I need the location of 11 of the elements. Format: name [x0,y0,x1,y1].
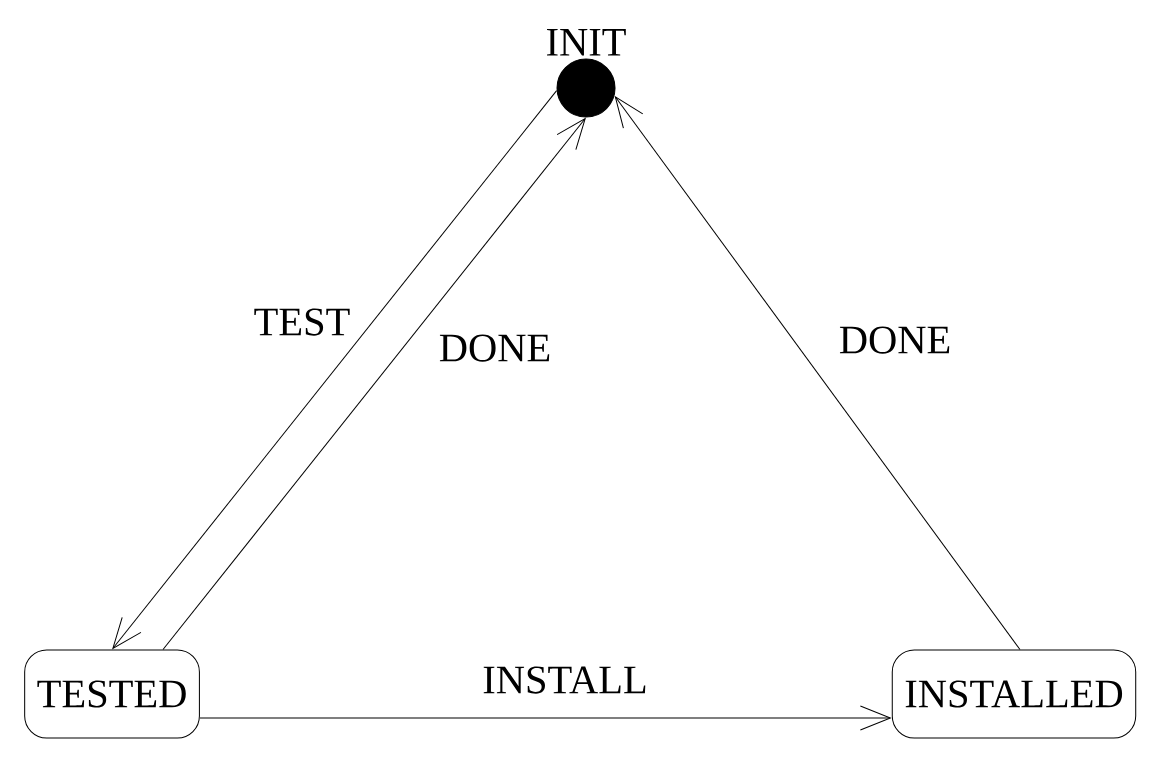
edge-label: INSTALL [479,663,651,697]
edge-label: DONE [836,323,954,357]
edge-label: TEST [251,305,353,339]
state-box: INSTALLED [891,649,1137,739]
arrow [112,90,558,650]
arrow [199,705,892,731]
arrow [162,117,586,650]
state-label: INIT [547,29,626,56]
state-box: TESTED [24,649,200,739]
arrow [614,95,1021,650]
edge-label: DONE [436,331,554,365]
